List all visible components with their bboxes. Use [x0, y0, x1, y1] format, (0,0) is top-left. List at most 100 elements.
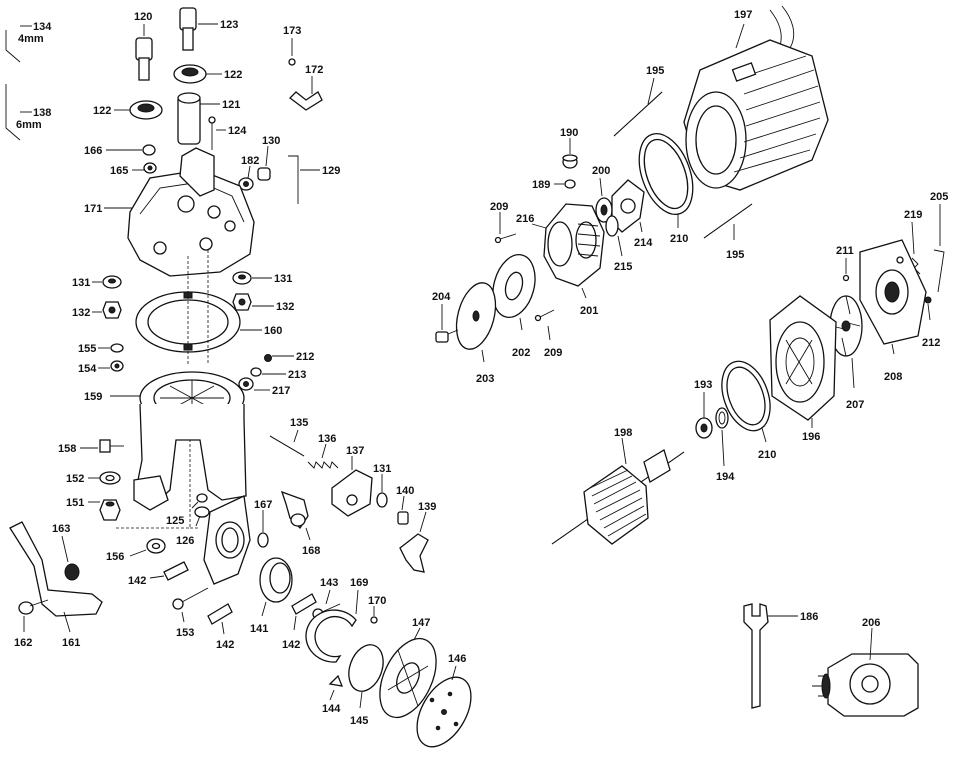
callout-210-lower: 210	[758, 449, 776, 461]
callout-216: 216	[516, 213, 534, 225]
callout-166: 166	[84, 145, 102, 157]
callout-137: 137	[346, 445, 364, 457]
callout-195-lower: 195	[726, 249, 744, 261]
callout-131-mid: 131	[373, 463, 391, 475]
plug-166: 166	[84, 144, 156, 157]
base-housing-171: 171	[84, 147, 255, 277]
clip-169: 169	[305, 577, 368, 663]
callout-171: 171	[84, 203, 102, 215]
screw-209-upper: 209	[490, 201, 517, 244]
wrench-186: 186	[743, 603, 818, 709]
bolt-153: 153	[172, 587, 209, 639]
motor-assembly-206: 206	[812, 617, 919, 717]
callout-165: 165	[110, 165, 128, 177]
pedal-161: 161	[9, 521, 103, 649]
screw-173: 173	[283, 25, 301, 66]
callout-134: 134	[33, 21, 52, 33]
knob-141: 141	[250, 557, 293, 635]
clip-194: 194	[715, 407, 735, 483]
nut-154: 154	[78, 360, 124, 375]
band-210-upper: 210	[638, 133, 694, 245]
shaft-121: 121	[177, 92, 240, 145]
hex-key-129: 129	[288, 155, 340, 204]
callout-160: 160	[264, 325, 282, 337]
callout-154: 154	[78, 363, 97, 375]
disc-146: 146	[416, 653, 472, 748]
nut-151: 151	[66, 497, 121, 521]
callout-169: 169	[350, 577, 368, 589]
callout-130: 130	[262, 135, 280, 147]
callout-161: 161	[62, 637, 80, 649]
screw-209-lower: 209	[534, 309, 562, 359]
callout-211: 211	[836, 245, 854, 257]
callout-121: 121	[222, 99, 240, 111]
callout-208: 208	[884, 371, 902, 383]
callout-204: 204	[432, 291, 451, 303]
callout-136: 136	[318, 433, 336, 445]
callout-141: 141	[250, 623, 268, 635]
callout-173: 173	[283, 25, 301, 37]
washer-131-mid: 131	[373, 463, 391, 508]
screw-124: 124	[208, 116, 247, 150]
callout-120: 120	[134, 11, 152, 23]
callout-172: 172	[305, 64, 323, 76]
nut-165: 165	[110, 162, 157, 177]
callout-132-left: 132	[72, 307, 90, 319]
flange-202: 202	[492, 254, 536, 359]
screw-140: 140	[396, 485, 414, 525]
fan-housing-196: 196	[769, 295, 837, 443]
hex-key-4mm: 134 4mm	[5, 21, 52, 63]
link-142-c: 142	[282, 593, 317, 651]
callout-138-size: 6mm	[16, 119, 42, 131]
callout-189: 189	[532, 179, 550, 191]
callout-123: 123	[220, 19, 238, 31]
callout-202: 202	[512, 347, 530, 359]
callout-155: 155	[78, 343, 96, 355]
washer-155: 155	[78, 343, 124, 355]
callout-142-b: 142	[216, 639, 234, 651]
callout-205: 205	[930, 191, 948, 203]
screw-211: 211	[836, 245, 854, 282]
callout-201: 201	[580, 305, 598, 317]
link-142-a: 142	[128, 561, 189, 587]
hex-key-205: 205	[930, 191, 948, 293]
flange-147: 147	[379, 617, 437, 719]
callout-215: 215	[614, 261, 632, 273]
callout-167: 167	[254, 499, 272, 511]
callout-145: 145	[350, 715, 368, 727]
callout-153: 153	[176, 627, 194, 639]
bushing-122-lower: 122	[93, 100, 163, 120]
lever-168: 168	[280, 490, 320, 557]
plate-214: 214	[611, 179, 653, 249]
callout-131-left: 131	[72, 277, 90, 289]
link-142-b: 142	[207, 603, 234, 651]
callout-152: 152	[66, 473, 84, 485]
washer-156: 156	[106, 538, 166, 563]
nut-132-right: 132	[232, 293, 294, 313]
callout-132-right: 132	[276, 301, 294, 313]
callout-182: 182	[241, 155, 259, 167]
pivot-arm-159: 159	[84, 371, 247, 511]
knob-139: 139	[399, 501, 436, 573]
end-cap-208: 208	[859, 239, 927, 383]
bolt-158: 158	[58, 439, 124, 455]
callout-135: 135	[290, 417, 308, 429]
pin-123: 123	[179, 7, 238, 51]
nut-182: 182	[238, 155, 259, 191]
callout-156: 156	[106, 551, 124, 563]
callout-194: 194	[716, 471, 735, 483]
nut-193: 193	[694, 379, 713, 439]
callout-198: 198	[614, 427, 632, 439]
callout-140: 140	[396, 485, 414, 497]
callout-151: 151	[66, 497, 84, 509]
callout-212-right: 212	[922, 337, 940, 349]
callout-131-right: 131	[274, 273, 292, 285]
callout-126: 126	[176, 535, 194, 547]
armature-198: 198	[551, 427, 685, 545]
callout-212-left: 212	[296, 351, 314, 363]
nut-189: 189	[532, 179, 576, 191]
callout-213: 213	[288, 369, 306, 381]
spring-136: 136	[307, 433, 339, 469]
callout-210-upper: 210	[670, 233, 688, 245]
